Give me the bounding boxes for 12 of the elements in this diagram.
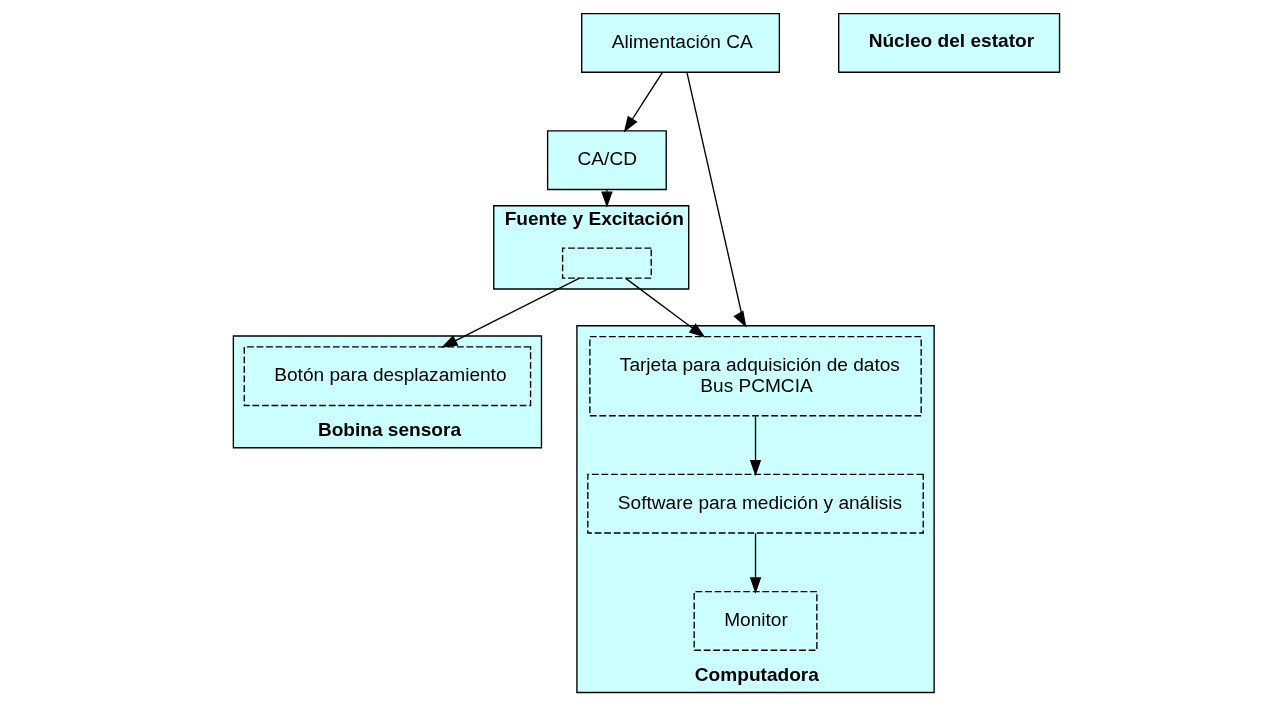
node-box: Núcleo del estator bbox=[838, 12, 1061, 73]
node-box: Software para medición y análisis bbox=[587, 473, 924, 534]
node-box: Tarjeta para adquisición de datos Bus PCMCIA bbox=[589, 336, 922, 417]
node-box: Botón para desplazamiento bbox=[243, 346, 532, 407]
node-box: Monitor bbox=[693, 590, 818, 651]
node-box bbox=[561, 247, 652, 279]
arrow bbox=[623, 71, 663, 133]
node-box: Alimentación CA bbox=[581, 12, 781, 73]
arrow bbox=[686, 71, 747, 328]
cluster: Fuente y Excitación bbox=[493, 205, 690, 290]
arrow bbox=[749, 415, 762, 477]
arrow bbox=[749, 532, 762, 594]
